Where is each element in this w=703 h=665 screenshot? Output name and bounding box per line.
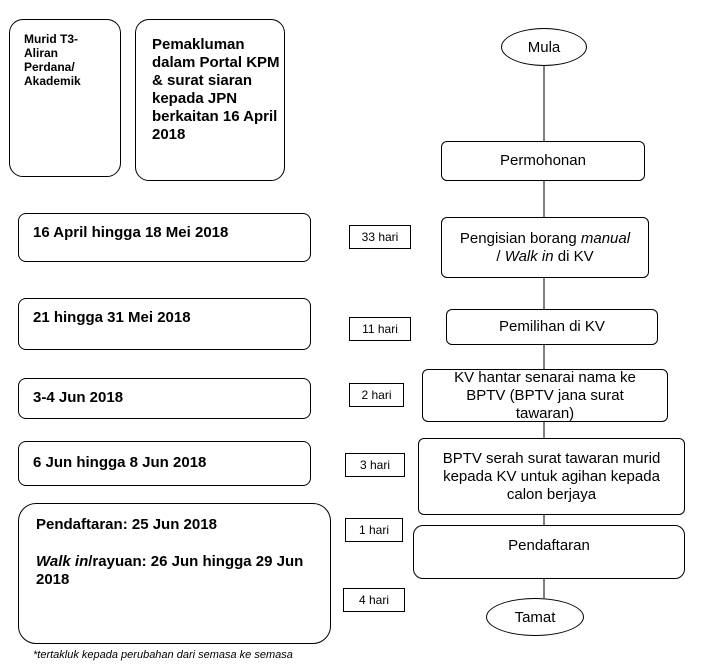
end-node: Tamat bbox=[486, 598, 584, 636]
step-form-filling: Pengisian borang manual / Walk in di KV bbox=[441, 217, 649, 278]
registration-date-label: Pendaftaran: 25 Jun 2018 bbox=[36, 516, 217, 533]
student-category-label: Murid T3- Aliran Perdana/ Akademik bbox=[24, 32, 81, 88]
duration-box-6: 4 hari bbox=[343, 588, 405, 612]
date-box-3: 3-4 Jun 2018 bbox=[18, 378, 311, 419]
step-registration: Pendaftaran bbox=[413, 525, 685, 579]
duration-box-1: 33 hari bbox=[349, 225, 411, 249]
step-application: Permohonan bbox=[441, 141, 645, 181]
date-box-4: 6 Jun hingga 8 Jun 2018 bbox=[18, 441, 311, 486]
date-box-2: 21 hingga 31 Mei 2018 bbox=[18, 298, 311, 350]
start-node: Mula bbox=[501, 28, 587, 66]
walkin-date-label: Walk in/rayuan: 26 Jun hingga 29 Jun 201… bbox=[36, 553, 304, 588]
student-category-box: Murid T3- Aliran Perdana/ Akademik bbox=[9, 19, 121, 177]
date-box-1: 16 April hingga 18 Mei 2018 bbox=[18, 213, 311, 262]
date-box-5: Pendaftaran: 25 Jun 2018 Walk in/rayuan:… bbox=[18, 503, 331, 644]
date-label-2: 21 hingga 31 Mei 2018 bbox=[33, 309, 191, 326]
date-label-1: 16 April hingga 18 Mei 2018 bbox=[33, 224, 229, 241]
duration-box-4: 3 hari bbox=[345, 453, 405, 477]
announcement-box: Pemakluman dalam Portal KPM & surat siar… bbox=[135, 19, 285, 181]
date-label-3: 3-4 Jun 2018 bbox=[33, 389, 124, 406]
date-label-4: 6 Jun hingga 8 Jun 2018 bbox=[33, 454, 207, 471]
announcement-label: Pemakluman dalam Portal KPM & surat siar… bbox=[152, 36, 280, 143]
step-selection: Pemilihan di KV bbox=[446, 309, 658, 345]
duration-box-2: 11 hari bbox=[349, 317, 411, 341]
duration-box-5: 1 hari bbox=[345, 518, 403, 542]
duration-box-3: 2 hari bbox=[349, 383, 404, 407]
step-send-names: KV hantar senarai nama ke BPTV (BPTV jan… bbox=[422, 369, 668, 422]
footnote: *tertakluk kepada perubahan dari semasa … bbox=[33, 649, 293, 661]
step-offer-letters: BPTV serah surat tawaran murid kepada KV… bbox=[418, 438, 685, 515]
